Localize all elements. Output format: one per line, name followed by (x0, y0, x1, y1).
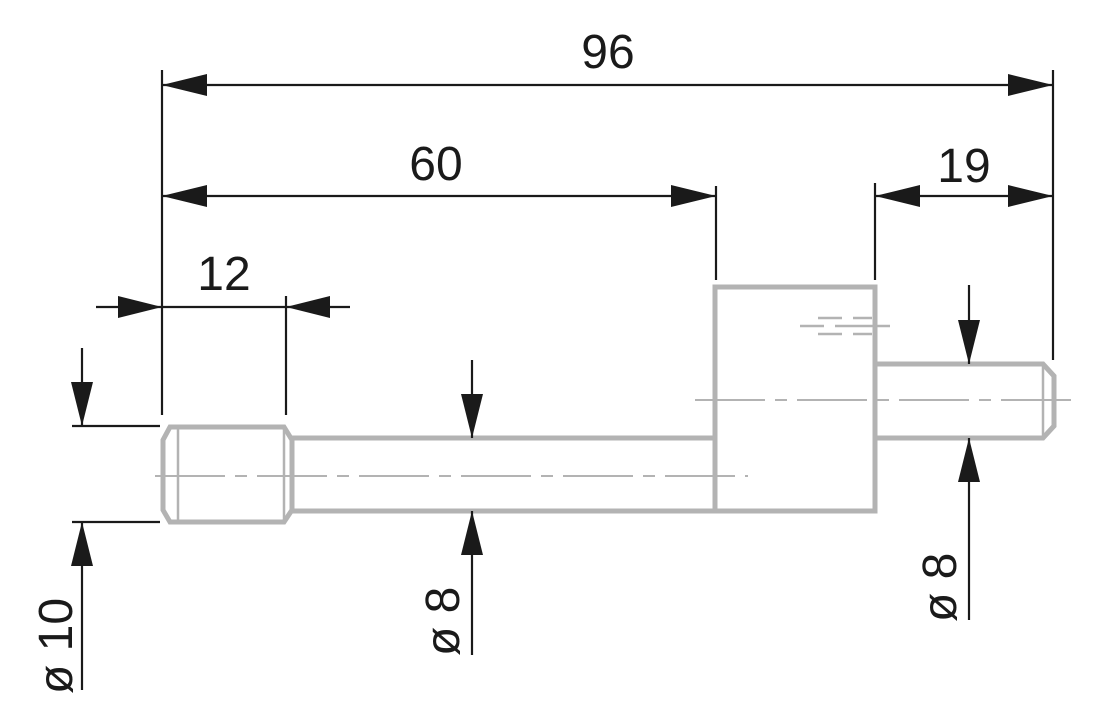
arrow-dia-pin-bottom (958, 438, 980, 482)
dim-pin-length: 19 (875, 140, 1053, 207)
dim-text-dia-tip: ø 10 (30, 598, 83, 694)
dim-tip-length: 12 (96, 248, 350, 318)
arrow-60-left (162, 185, 207, 207)
dim-text-19: 19 (937, 140, 990, 193)
dim-overall-length: 96 (162, 26, 1053, 96)
dim-dia-pin: ø 8 (914, 285, 980, 622)
arrow-96-left (162, 74, 207, 96)
dim-text-dia-shaft: ø 8 (417, 587, 470, 656)
arrow-12-left (118, 296, 162, 318)
part-outline (160, 284, 1057, 525)
arrow-dia-shaft-top (461, 394, 483, 438)
dim-text-dia-pin: ø 8 (914, 553, 967, 622)
shaft-outline (292, 435, 715, 514)
arrow-dia-shaft-bottom (461, 511, 483, 555)
dim-dia-tip: ø 10 (30, 348, 93, 694)
arrow-19-left (875, 185, 920, 207)
arrow-12-right (286, 296, 330, 318)
arrow-dia-tip-top (71, 382, 93, 426)
arrow-96-right (1008, 74, 1053, 96)
center-lines (155, 399, 1072, 477)
dim-dia-shaft: ø 8 (417, 360, 483, 656)
dim-text-60: 60 (409, 138, 462, 191)
arrow-19-right (1008, 185, 1053, 207)
dim-text-96: 96 (581, 26, 634, 79)
dim-length-to-collar: 60 (162, 138, 716, 207)
arrow-dia-pin-top (958, 320, 980, 364)
extension-lines (72, 70, 1055, 524)
tip-outline (160, 424, 295, 525)
arrow-dia-tip-bottom (71, 522, 93, 566)
dim-text-12: 12 (197, 248, 250, 301)
arrow-60-right (671, 185, 716, 207)
